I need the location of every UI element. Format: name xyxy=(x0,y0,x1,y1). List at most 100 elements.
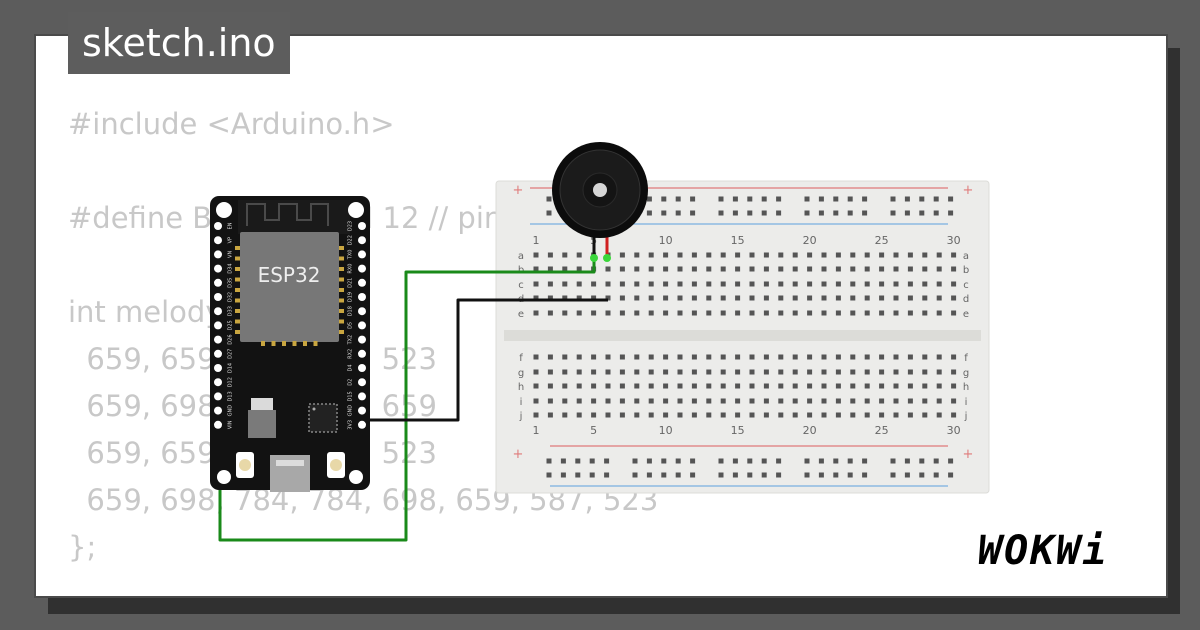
rail-hole[interactable] xyxy=(646,210,652,216)
breadboard-hole[interactable] xyxy=(821,295,827,301)
breadboard-hole[interactable] xyxy=(922,354,928,360)
rail-hole[interactable] xyxy=(818,196,824,202)
breadboard-hole[interactable] xyxy=(879,398,885,404)
breadboard-hole[interactable] xyxy=(778,369,784,375)
breadboard-hole[interactable] xyxy=(547,281,553,287)
breadboard-hole[interactable] xyxy=(936,252,942,258)
breadboard-hole[interactable] xyxy=(663,369,669,375)
breadboard-hole[interactable] xyxy=(533,369,539,375)
file-tab[interactable]: sketch.ino xyxy=(68,12,290,74)
rail-hole[interactable] xyxy=(933,458,939,464)
rail-hole[interactable] xyxy=(818,458,824,464)
breadboard-hole[interactable] xyxy=(562,383,568,389)
header-pin[interactable] xyxy=(214,264,222,273)
rail-hole[interactable] xyxy=(847,458,853,464)
breadboard-hole[interactable] xyxy=(778,266,784,272)
header-pin[interactable] xyxy=(358,222,366,230)
breadboard-hole[interactable] xyxy=(720,310,726,316)
breadboard-hole[interactable] xyxy=(821,281,827,287)
breadboard-hole[interactable] xyxy=(951,398,957,404)
breadboard-hole[interactable] xyxy=(864,252,870,258)
breadboard-hole[interactable] xyxy=(922,398,928,404)
header-pin[interactable] xyxy=(214,321,222,330)
breadboard-hole[interactable] xyxy=(893,369,899,375)
rail-hole[interactable] xyxy=(560,458,566,464)
rail-hole[interactable] xyxy=(862,458,868,464)
breadboard-hole[interactable] xyxy=(936,281,942,287)
breadboard-hole[interactable] xyxy=(951,295,957,301)
breadboard-hole[interactable] xyxy=(936,310,942,316)
breadboard-hole[interactable] xyxy=(749,295,755,301)
breadboard-hole[interactable] xyxy=(951,281,957,287)
breadboard-hole[interactable] xyxy=(893,295,899,301)
rail-hole[interactable] xyxy=(718,458,724,464)
breadboard-hole[interactable] xyxy=(864,383,870,389)
rail-hole[interactable] xyxy=(904,210,910,216)
breadboard-hole[interactable] xyxy=(605,266,611,272)
breadboard-hole[interactable] xyxy=(879,369,885,375)
rail-hole[interactable] xyxy=(747,472,753,478)
breadboard-hole[interactable] xyxy=(850,383,856,389)
breadboard-hole[interactable] xyxy=(792,354,798,360)
breadboard-hole[interactable] xyxy=(591,354,597,360)
breadboard-hole[interactable] xyxy=(691,412,697,418)
header-pin[interactable] xyxy=(358,264,366,273)
breadboard-hole[interactable] xyxy=(850,369,856,375)
breadboard-hole[interactable] xyxy=(663,398,669,404)
breadboard-hole[interactable] xyxy=(605,354,611,360)
rail-hole[interactable] xyxy=(604,458,610,464)
breadboard-hole[interactable] xyxy=(850,266,856,272)
breadboard-hole[interactable] xyxy=(893,252,899,258)
rail-hole[interactable] xyxy=(661,210,667,216)
breadboard-hole[interactable] xyxy=(533,354,539,360)
rail-hole[interactable] xyxy=(862,196,868,202)
breadboard-hole[interactable] xyxy=(663,295,669,301)
breadboard-hole[interactable] xyxy=(835,369,841,375)
rail-hole[interactable] xyxy=(933,196,939,202)
rail-hole[interactable] xyxy=(646,472,652,478)
breadboard-hole[interactable] xyxy=(648,295,654,301)
breadboard-hole[interactable] xyxy=(749,310,755,316)
breadboard-hole[interactable] xyxy=(951,369,957,375)
breadboard-hole[interactable] xyxy=(619,266,625,272)
breadboard-hole[interactable] xyxy=(792,252,798,258)
rail-hole[interactable] xyxy=(632,458,638,464)
header-pin[interactable] xyxy=(214,278,222,287)
breadboard-hole[interactable] xyxy=(648,281,654,287)
breadboard-hole[interactable] xyxy=(720,412,726,418)
breadboard-hole[interactable] xyxy=(763,383,769,389)
rail-hole[interactable] xyxy=(919,210,925,216)
breadboard-hole[interactable] xyxy=(720,383,726,389)
breadboard-hole[interactable] xyxy=(605,369,611,375)
breadboard-hole[interactable] xyxy=(706,354,712,360)
breadboard-hole[interactable] xyxy=(821,310,827,316)
breadboard-hole[interactable] xyxy=(778,412,784,418)
rail-hole[interactable] xyxy=(761,196,767,202)
breadboard-hole[interactable] xyxy=(720,252,726,258)
breadboard-hole[interactable] xyxy=(893,281,899,287)
breadboard-hole[interactable] xyxy=(907,383,913,389)
header-pin[interactable] xyxy=(214,349,222,358)
breadboard-hole[interactable] xyxy=(576,252,582,258)
breadboard-hole[interactable] xyxy=(663,252,669,258)
breadboard-hole[interactable] xyxy=(763,266,769,272)
breadboard-hole[interactable] xyxy=(864,412,870,418)
breadboard-hole[interactable] xyxy=(533,383,539,389)
buzzer[interactable] xyxy=(552,142,648,262)
breadboard-hole[interactable] xyxy=(907,412,913,418)
rail-hole[interactable] xyxy=(732,458,738,464)
breadboard-hole[interactable] xyxy=(864,398,870,404)
breadboard-hole[interactable] xyxy=(749,398,755,404)
breadboard-hole[interactable] xyxy=(562,266,568,272)
rail-hole[interactable] xyxy=(546,210,552,216)
rail-hole[interactable] xyxy=(604,472,610,478)
breadboard-hole[interactable] xyxy=(691,310,697,316)
breadboard-hole[interactable] xyxy=(619,412,625,418)
breadboard-hole[interactable] xyxy=(864,266,870,272)
rail-hole[interactable] xyxy=(804,472,810,478)
breadboard-hole[interactable] xyxy=(907,310,913,316)
breadboard-hole[interactable] xyxy=(663,354,669,360)
breadboard-hole[interactable] xyxy=(936,354,942,360)
breadboard-hole[interactable] xyxy=(576,412,582,418)
breadboard-hole[interactable] xyxy=(634,383,640,389)
